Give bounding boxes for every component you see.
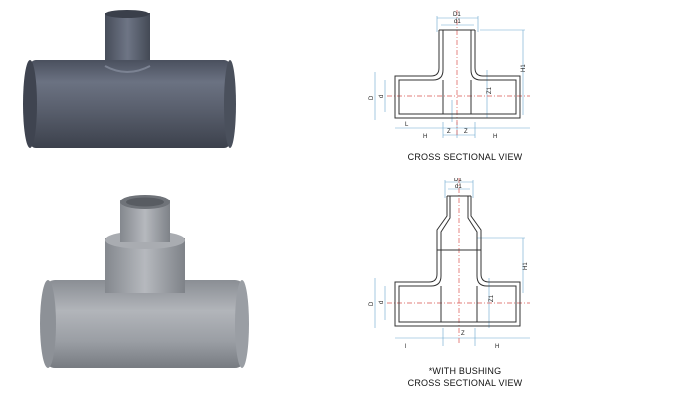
label-l-bushing: l bbox=[405, 344, 406, 350]
caption-bottom: CROSS SECTIONAL VIEW bbox=[407, 378, 523, 388]
label-H-left: H bbox=[423, 134, 427, 140]
photo-reducing-tee bbox=[20, 8, 240, 153]
label-d1: d1 bbox=[454, 19, 461, 25]
label-H1-bushing: H1 bbox=[523, 262, 529, 270]
tee-bushing-outline bbox=[394, 195, 521, 327]
label-Z1-bushing: Z1 bbox=[489, 294, 495, 302]
label-H1: H1 bbox=[521, 64, 527, 72]
photo-tee-with-bushing bbox=[40, 190, 250, 375]
label-D1: D1 bbox=[453, 12, 461, 18]
tee-outline bbox=[394, 29, 521, 119]
dimension-labels: D1 d1 H1 Z1 D d H Z Z H L bbox=[369, 12, 527, 140]
caption-bottom-note: *WITH BUSHING bbox=[428, 366, 502, 376]
cross-section-bushing-drawing: D1 d1 H1 Z1 D d Z H l bbox=[365, 178, 565, 356]
label-D1-bushing: D1 bbox=[454, 178, 462, 183]
label-d-bushing: d bbox=[379, 301, 385, 304]
label-Z-left: Z bbox=[447, 129, 451, 135]
label-H-bushing: H bbox=[495, 344, 499, 350]
label-D-bushing: D bbox=[369, 301, 375, 306]
label-D: D bbox=[369, 95, 375, 100]
dimension-lines bbox=[374, 16, 530, 138]
centerlines-bushing bbox=[387, 178, 530, 343]
dimension-lines-bushing bbox=[374, 180, 530, 346]
label-H-right: H bbox=[493, 134, 497, 140]
label-L: L bbox=[405, 122, 409, 128]
label-d: d bbox=[379, 95, 385, 98]
label-Z1: Z1 bbox=[487, 86, 493, 94]
centerlines bbox=[387, 10, 530, 135]
cross-section-drawing: D1 d1 H1 Z1 D d H Z Z H L bbox=[365, 10, 565, 145]
caption-top: CROSS SECTIONAL VIEW bbox=[407, 152, 523, 162]
label-Z-right: Z bbox=[464, 129, 468, 135]
label-d1-bushing: d1 bbox=[455, 184, 462, 190]
dimension-labels-bushing: D1 d1 H1 Z1 D d Z H l bbox=[369, 178, 529, 350]
label-Z-bushing: Z bbox=[461, 331, 465, 337]
